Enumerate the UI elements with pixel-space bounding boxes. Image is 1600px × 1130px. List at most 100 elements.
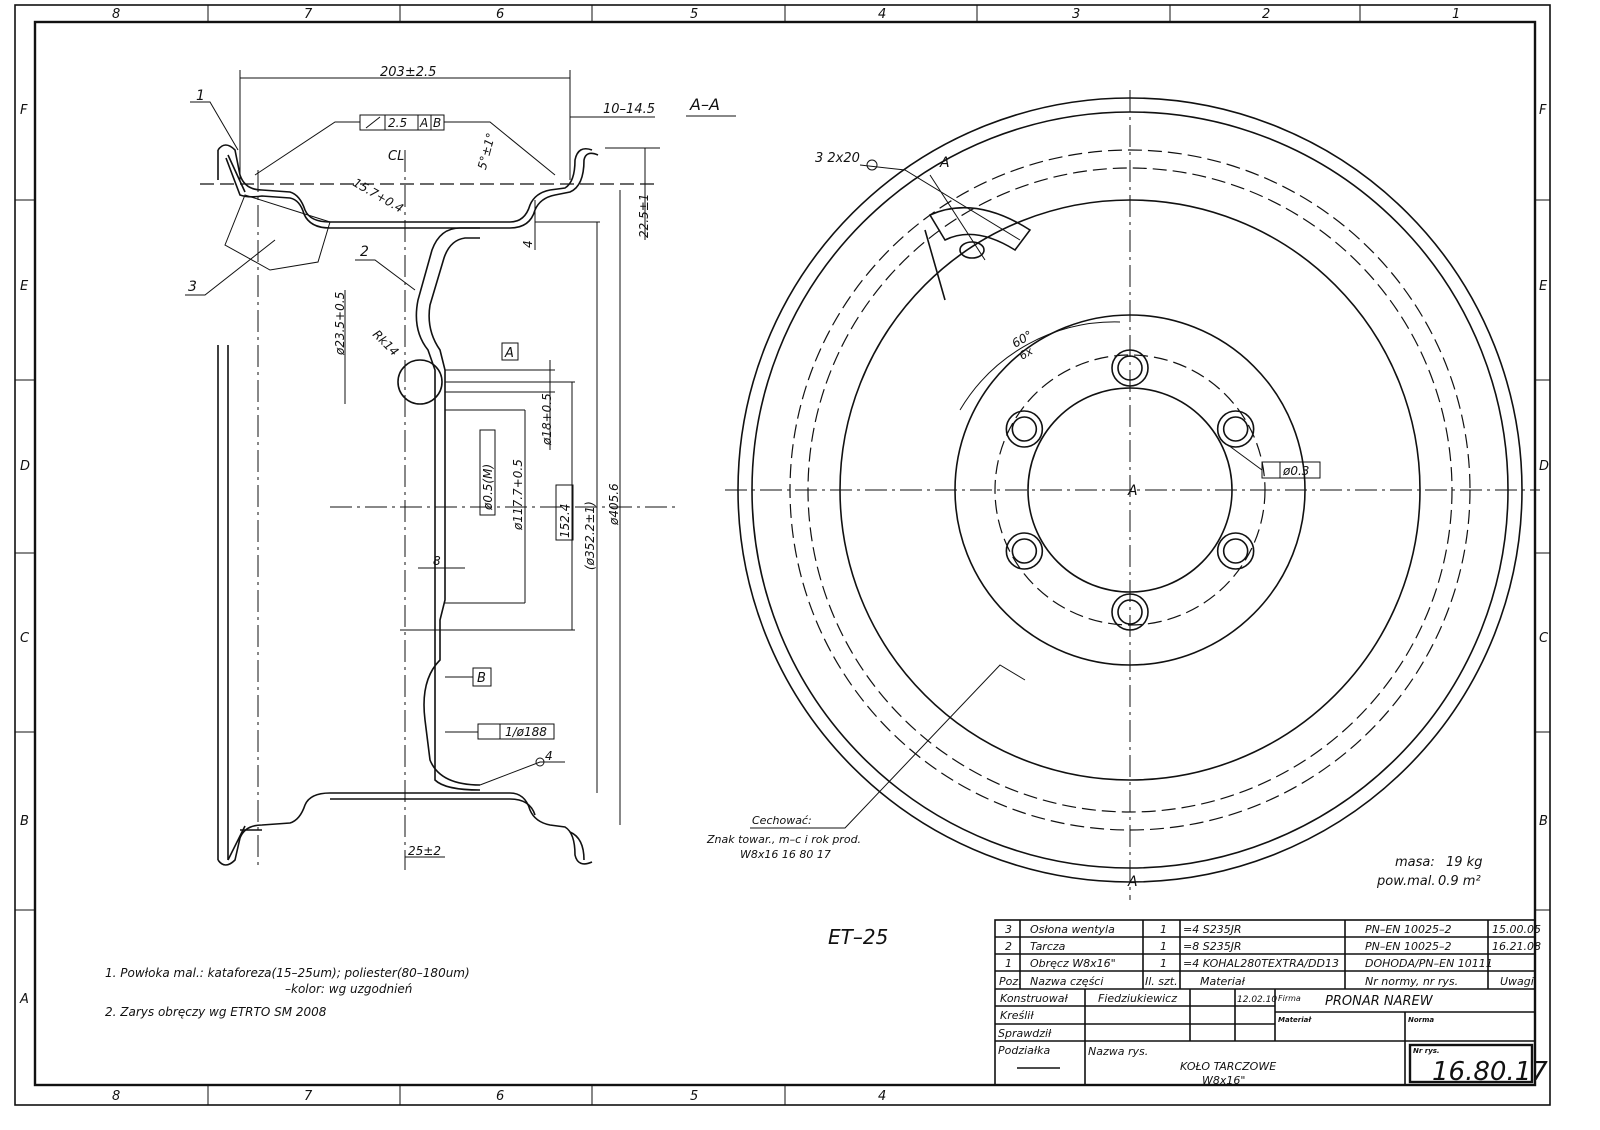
bolt-hole (1005, 532, 1044, 570)
zone-row: D (20, 459, 30, 474)
dim-rim-outer: ø405.6 (607, 483, 621, 526)
marking-line-1: Znak towar., m–c i rok prod. (706, 833, 861, 846)
center-label: A (1127, 483, 1138, 499)
zone-col: 8 (112, 1089, 120, 1104)
zone-col: 7 (304, 1089, 313, 1104)
drawing-name: KOŁO TARCZOWE (1180, 1060, 1276, 1073)
dim-angle: 5°±1° (475, 131, 498, 171)
notes: 1. Powłoka mal.: kataforeza(15–25um); po… (105, 966, 470, 1019)
parts-cell-qty: 1 (1160, 923, 1167, 936)
zone-row: A (19, 992, 29, 1007)
bolt-hole (1222, 416, 1249, 442)
runout-arrow-icon (365, 116, 381, 129)
et-label: ET–25 (828, 925, 888, 949)
zone-row: F (1539, 103, 1547, 118)
count-label: 6x (1017, 344, 1036, 362)
parts-cell-material: =4 KOHAL280TEXTRA/DD13 (1183, 957, 1339, 970)
dim-bore-tol: ø18+0.5 (540, 393, 554, 446)
section-mark-top: A (939, 155, 950, 171)
parts-cell-qty: 1 (1160, 957, 1167, 970)
zone-col: 5 (690, 1089, 698, 1104)
dim-radius: Rk14 (370, 327, 402, 359)
zone-row: D (1539, 459, 1549, 474)
zone-row: E (20, 279, 29, 294)
runout-tolerance-frame: 2.5 A B (254, 114, 556, 176)
dim-rim-inner: (ø352.2±1) (583, 501, 597, 570)
callout-3: 3 (188, 279, 197, 295)
dim-flatness: 1/ø188 (505, 725, 547, 739)
zone-col: 6 (496, 7, 504, 22)
zone-row: E (1539, 279, 1548, 294)
zone-col: 8 (112, 7, 120, 22)
datum-b: B (433, 116, 441, 130)
parts-cell-norm: PN–EN 10025–2 (1365, 940, 1452, 953)
position-tol: ø0.3 (1282, 464, 1309, 478)
zone-row: C (20, 631, 30, 646)
bolt-hole (1111, 349, 1149, 387)
drawing-frame: 8 7 6 5 4 3 2 1 8 7 6 5 4 F E D C B A F … (14, 4, 1551, 1106)
bolt-hole (1216, 532, 1255, 570)
area-value: 0.9 m² (1438, 874, 1481, 889)
parts-cell-name: Osłona wentyla (1030, 923, 1115, 936)
header-notes: Uwagi (1500, 975, 1534, 988)
zone-col: 2 (1262, 7, 1270, 22)
front-view: 3 2x20 A A A 60° 6x ø0.3 Cechować: Znak … (706, 90, 1540, 900)
scale-label: Podziałka (998, 1044, 1050, 1057)
bolt-hole (1117, 599, 1143, 625)
parts-cell-norm: DOHODA/PN–EN 10111 (1365, 957, 1493, 970)
datum-a-box: A (504, 346, 514, 361)
weld-note: 3 2x20 (815, 151, 860, 166)
datum-b-box: B (477, 671, 486, 686)
mass-value: 19 kg (1446, 855, 1482, 870)
dim-pos-tol: ø0.5(M) (481, 464, 495, 511)
header-norm: Nr normy, nr rys. (1365, 975, 1458, 988)
dim-thickness: 8 (433, 554, 441, 568)
area-label: pow.mal. (1376, 874, 1436, 889)
header-name: Nazwa części (1030, 975, 1103, 988)
section-title: A–A (689, 95, 720, 114)
parts-cell-material: =4 S235JR (1183, 923, 1242, 936)
company-label: Firma (1278, 994, 1301, 1003)
mass-label: masa: (1395, 855, 1435, 870)
section-mark-bottom: A (1127, 874, 1138, 890)
dim-bore: ø117.7+0.5 (511, 459, 525, 531)
zone-col: 4 (878, 7, 886, 22)
dim-depth: 4 (521, 240, 535, 248)
parts-cell-material: =8 S235JR (1183, 940, 1242, 953)
zone-row: C (1539, 631, 1549, 646)
company: PRONAR NAREW (1325, 994, 1434, 1009)
zone-row: B (1539, 814, 1548, 829)
dim-hole-dia: ø23.5+0.5 (333, 292, 347, 356)
dim-pcd: 152.4 (558, 504, 572, 538)
bolt-hole (1011, 538, 1038, 564)
valve-cover (224, 194, 331, 271)
material-label: Materiał (1278, 1016, 1312, 1024)
drawing-number: 16.80.17 (1432, 1057, 1548, 1087)
bolt-hole (1117, 355, 1143, 381)
bolt-hole (1011, 416, 1038, 442)
designed-label: Konstruował (1000, 992, 1069, 1005)
header-material: Materiał (1200, 975, 1246, 988)
runout-value: 2.5 (388, 116, 407, 130)
bolt-hole (1005, 410, 1044, 448)
datum-a: A (419, 116, 428, 130)
dim-valve: 15.7+0.4 (351, 175, 406, 215)
dim-flange-offset: 10–14.5 (603, 102, 655, 117)
zone-row: F (20, 103, 28, 118)
zone-col: 1 (1452, 7, 1460, 22)
parts-cell-notes: 16.21.08 (1492, 940, 1541, 953)
position-tolerance-frame (479, 429, 496, 516)
parts-cell-poz: 1 (1005, 957, 1012, 970)
bolt-hole (1111, 593, 1149, 631)
parts-cell-notes: 15.00.05 (1492, 923, 1541, 936)
drawing-no-label: Nr rys. (1413, 1047, 1440, 1055)
drawing-subname: W8x16" (1202, 1074, 1245, 1087)
designer: Fiedziukiewicz (1098, 992, 1177, 1005)
parts-cell-name: Tarcza (1030, 940, 1066, 953)
zone-col: 5 (690, 7, 698, 22)
parts-cell-qty: 1 (1160, 940, 1167, 953)
dim-width: 203±2.5 (380, 65, 436, 80)
section-view: A–A 203±2.5 10–14.5 2.5 A B (185, 65, 888, 949)
